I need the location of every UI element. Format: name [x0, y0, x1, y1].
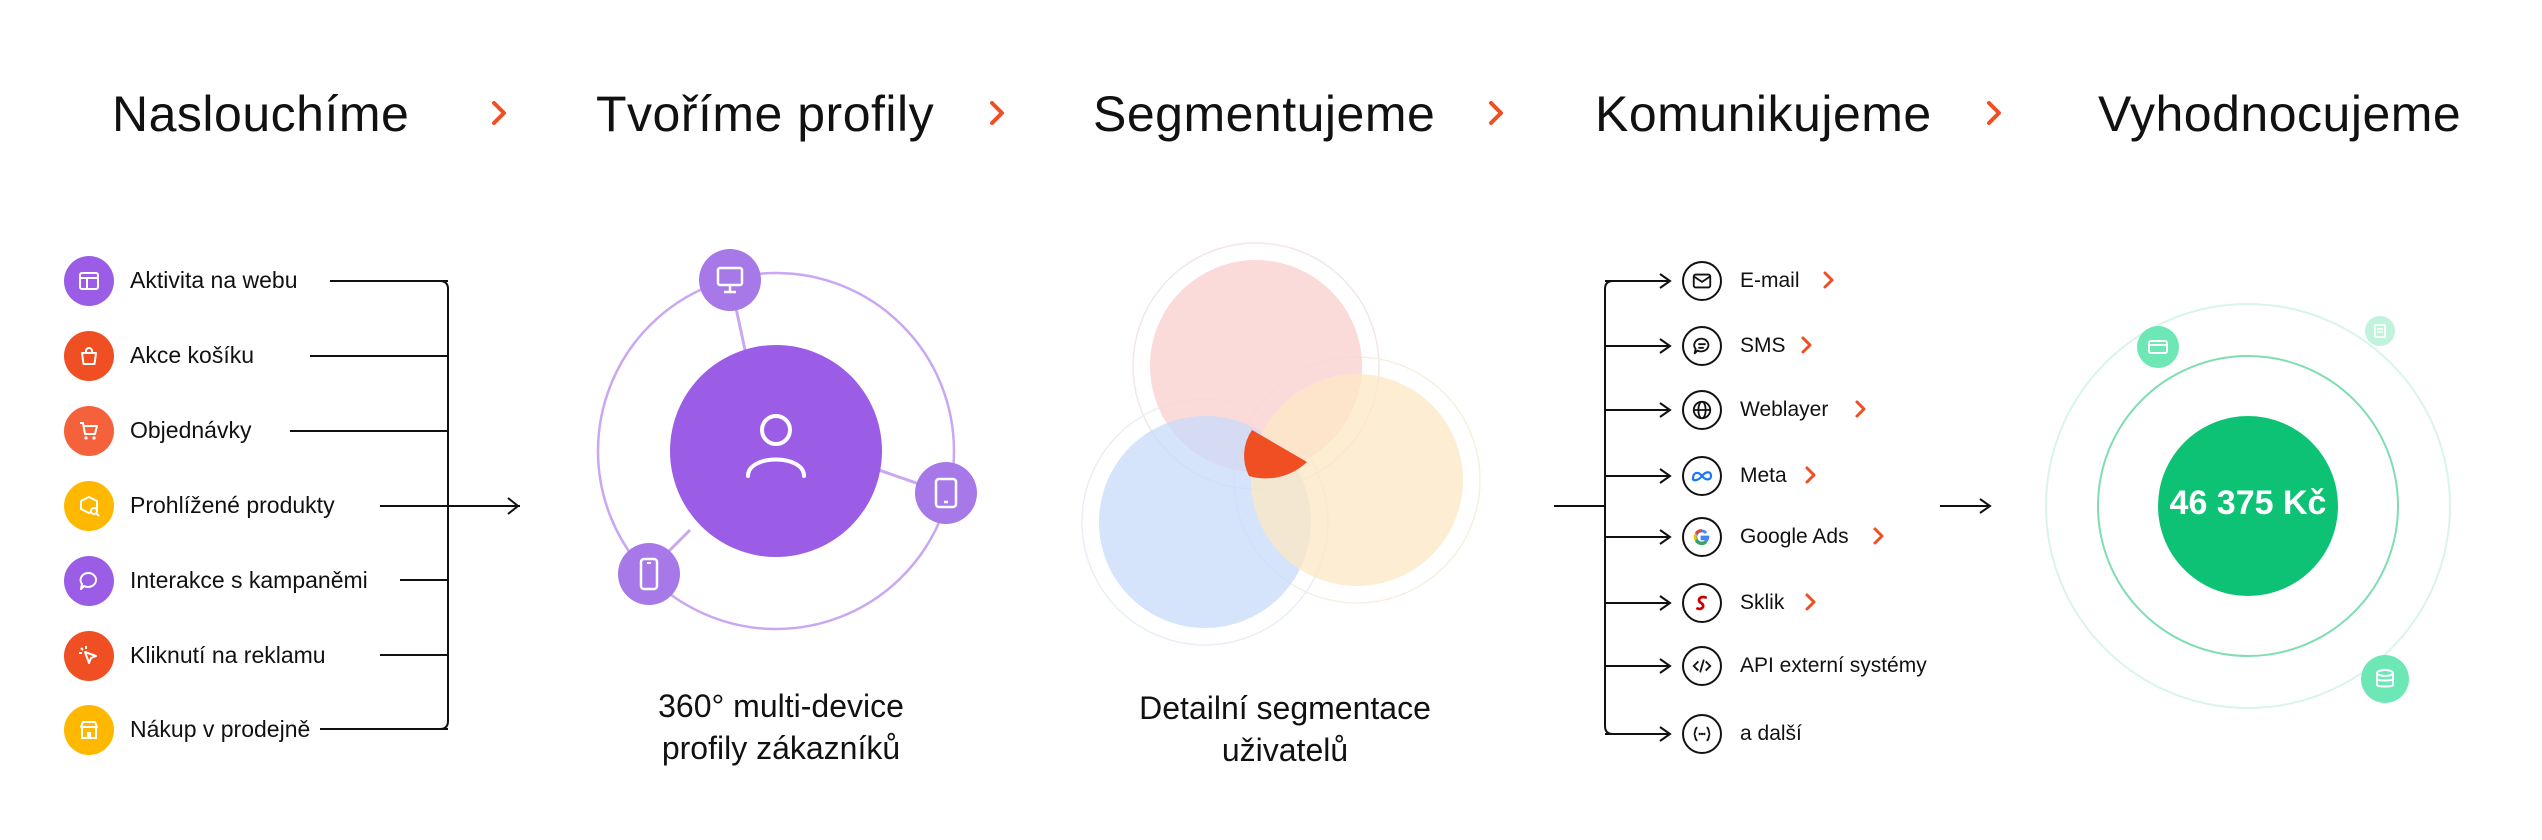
box-search-icon	[64, 481, 114, 531]
email-icon	[1682, 261, 1722, 301]
chevron-right-icon	[1873, 527, 1884, 545]
credit-card-icon	[2146, 335, 2170, 359]
profiles-caption-line2: profily zákazníků	[661, 730, 901, 766]
chat-icon	[64, 556, 114, 606]
channel-label-google-ads: Google Ads	[1740, 525, 1849, 548]
source-label-basket: Akce košíku	[130, 342, 254, 368]
source-label-campaign-interactions: Interakce s kampaněmi	[130, 567, 368, 593]
meta-icon	[1682, 456, 1722, 496]
channel-label-meta: Meta	[1740, 464, 1787, 487]
chevron-right-icon	[492, 101, 506, 125]
segmentation-venn	[1081, 242, 1481, 646]
basket-icon	[64, 331, 114, 381]
channel-label-email: E-mail	[1740, 269, 1800, 292]
api-icon	[1682, 646, 1722, 686]
chevron-right-icon	[1987, 101, 2001, 125]
source-label-store-purchase: Nákup v prodejně	[130, 716, 311, 742]
chevron-right-icon	[1489, 101, 1503, 125]
step-title-communicating: Komunikujeme	[1595, 86, 1932, 142]
channel-label-sklik: Sklik	[1740, 591, 1785, 614]
channel-label-weblayer: Weblayer	[1740, 398, 1829, 421]
source-label-ad-click: Kliknutí na reklamu	[130, 642, 326, 668]
chevron-right-icon	[990, 101, 1004, 125]
globe-icon	[1682, 390, 1722, 430]
more-icon	[1682, 714, 1722, 754]
smartphone-icon	[637, 557, 661, 591]
source-label-web: Aktivita na webu	[130, 267, 298, 293]
cursor-click-icon	[64, 631, 114, 681]
coins-icon	[2371, 665, 2399, 693]
step-title-profiles: Tvoříme profily	[596, 86, 935, 142]
web-icon	[64, 256, 114, 306]
cart-icon	[64, 406, 114, 456]
user-icon	[738, 406, 814, 482]
source-label-viewed-products: Prohlížené produkty	[130, 492, 335, 518]
source-label-orders: Objednávky	[130, 417, 252, 443]
revenue-value: 46 375 Kč	[2169, 484, 2327, 522]
chevron-right-icon	[1805, 466, 1816, 484]
step-title-listening: Naslouchíme	[112, 86, 410, 142]
evaluation-orbit	[2045, 303, 2451, 709]
segmentation-caption-line1: Detailní segmentace	[1139, 690, 1431, 726]
store-icon	[64, 705, 114, 755]
segmentation-caption-line2: uživatelů	[1221, 732, 1349, 768]
chevron-right-icon	[1855, 400, 1866, 418]
google-icon	[1682, 517, 1722, 557]
step-title-segmenting: Segmentujeme	[1093, 86, 1436, 142]
sources-bracket	[290, 280, 520, 730]
tablet-icon	[932, 477, 960, 509]
channel-label-api: API externí systémy	[1740, 654, 1927, 677]
step-title-evaluating: Vyhodnocujeme	[2098, 86, 2462, 142]
chevron-right-icon	[1801, 336, 1812, 354]
channels-bracket	[1554, 273, 1992, 742]
monitor-icon	[714, 264, 746, 296]
channel-label-more: a další	[1740, 722, 1802, 745]
sms-icon	[1682, 326, 1722, 366]
profiles-caption-line1: 360° multi-device	[658, 688, 904, 724]
channel-label-sms: SMS	[1740, 334, 1786, 357]
receipt-icon	[2371, 322, 2389, 340]
sklik-icon	[1682, 583, 1722, 623]
profiles-orbit	[596, 249, 977, 631]
chevron-right-icon	[1805, 593, 1816, 611]
chevron-right-icon	[1823, 271, 1834, 289]
